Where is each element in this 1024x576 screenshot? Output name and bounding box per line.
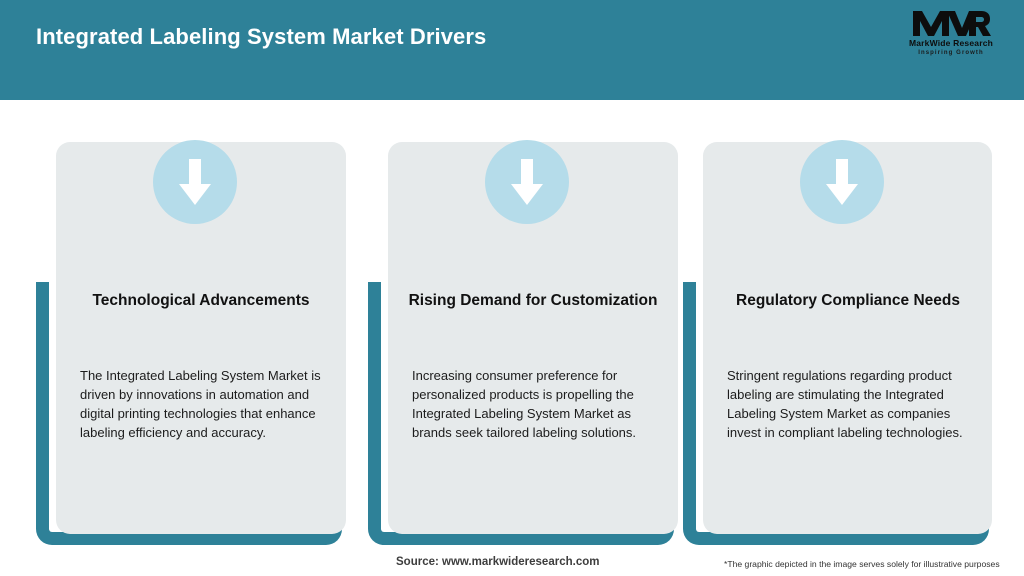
- disclaimer-label: *The graphic depicted in the image serve…: [724, 559, 1000, 569]
- driver-card-3: Regulatory Compliance Needs Stringent re…: [683, 100, 992, 576]
- card-body-text: Stringent regulations regarding product …: [727, 368, 963, 440]
- arrow-down-icon-circle: [800, 140, 884, 224]
- arrow-down-icon: [511, 159, 543, 205]
- logo-company-name: MarkWide Research: [908, 38, 994, 48]
- drivers-card-region: Technological Advancements The Integrate…: [0, 100, 1024, 576]
- arrow-down-icon: [179, 159, 211, 205]
- logo-tagline: Inspiring Growth: [918, 49, 984, 56]
- driver-card-1: Technological Advancements The Integrate…: [36, 100, 346, 576]
- header-bar: Integrated Labeling System Market Driver…: [0, 0, 1024, 100]
- card-body-text: The Integrated Labeling System Market is…: [80, 368, 321, 440]
- arrow-down-icon-circle: [485, 140, 569, 224]
- card-heading: Technological Advancements: [92, 292, 310, 309]
- card-heading: Regulatory Compliance Needs: [736, 292, 960, 309]
- driver-card-panel: Rising Demand for Customization Increasi…: [388, 142, 678, 534]
- brand-logo: MarkWide Research Inspiring Growth: [896, 8, 1006, 64]
- card-heading: Rising Demand for Customization: [408, 292, 658, 309]
- mwr-logo-icon: [913, 11, 991, 36]
- source-label: Source: www.markwideresearch.com: [396, 556, 600, 568]
- card-body-text: Increasing consumer preference for perso…: [412, 368, 637, 440]
- driver-card-2: Rising Demand for Customization Increasi…: [368, 100, 678, 576]
- arrow-down-icon-circle: [153, 140, 237, 224]
- page-title: Integrated Labeling System Market Driver…: [36, 24, 487, 49]
- arrow-down-icon: [826, 159, 858, 205]
